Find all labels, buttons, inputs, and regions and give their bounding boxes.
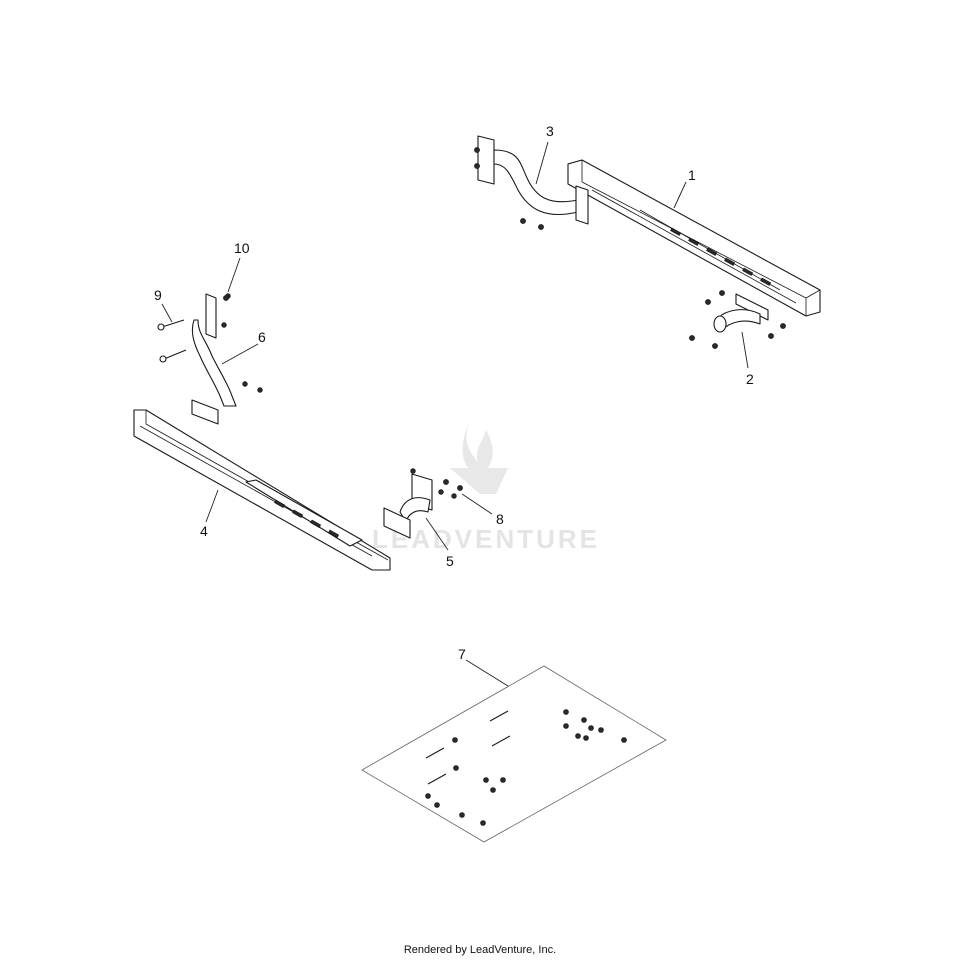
- part-2-bracket-lower[interactable]: [689, 290, 786, 349]
- callout-10[interactable]: 10: [234, 240, 250, 256]
- callout-4[interactable]: 4: [200, 523, 208, 539]
- part-1-running-board-right[interactable]: [567, 159, 821, 317]
- callout-6[interactable]: 6: [258, 329, 266, 345]
- part-8-nuts[interactable]: [443, 479, 463, 491]
- part-6-bracket-front-upper[interactable]: [191, 293, 263, 425]
- callout-7[interactable]: 7: [458, 646, 466, 662]
- callout-5[interactable]: 5: [446, 553, 454, 569]
- part-4-running-board-left[interactable]: [133, 409, 391, 571]
- callout-9[interactable]: 9: [154, 287, 162, 303]
- part-5-bracket-front-lower[interactable]: [383, 468, 457, 539]
- callout-1[interactable]: 1: [688, 167, 696, 183]
- part-3-bracket-upper[interactable]: [474, 135, 589, 230]
- callout-2[interactable]: 2: [746, 371, 754, 387]
- watermark-flame-icon: [462, 418, 493, 470]
- part-7-hardware-kit[interactable]: [361, 665, 667, 843]
- watermark-v-icon: [450, 468, 508, 494]
- footer-credit: Rendered by LeadVenture, Inc.: [403, 944, 557, 956]
- leader-lines: [161, 141, 749, 687]
- callout-8[interactable]: 8: [496, 511, 504, 527]
- part-9-bolts[interactable]: [157, 319, 187, 363]
- part-10-nut[interactable]: [223, 295, 229, 301]
- callout-labels: 1 2 3 4 5 6 7 8 9 10: [154, 123, 754, 662]
- callout-3[interactable]: 3: [546, 123, 554, 139]
